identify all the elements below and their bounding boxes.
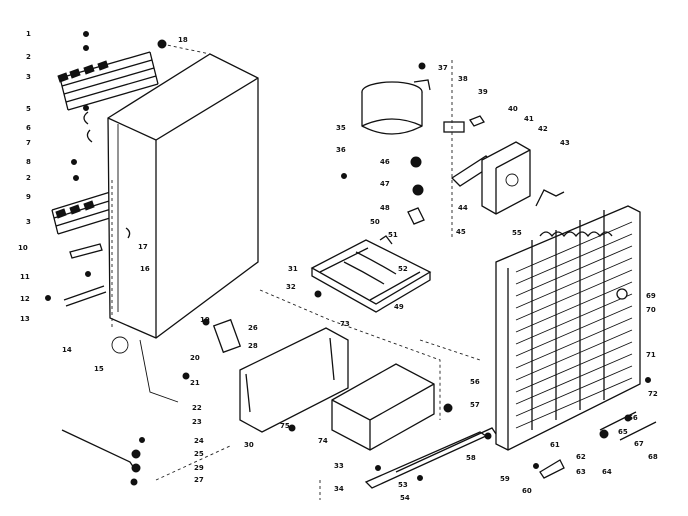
callout-36: 36	[336, 146, 346, 154]
callout-65: 65	[618, 428, 628, 436]
callout-14: 14	[62, 346, 72, 354]
callout-21: 21	[190, 379, 200, 387]
callout-23: 23	[192, 418, 202, 426]
callout-35: 35	[336, 124, 346, 132]
callout-56: 56	[470, 378, 480, 386]
callout-22: 22	[192, 404, 202, 412]
callout-24: 24	[194, 437, 204, 445]
callout-33: 33	[334, 462, 344, 470]
callout-64: 64	[602, 468, 612, 476]
callout-18: 18	[178, 36, 188, 44]
callout-75: 75	[280, 422, 290, 430]
callout-63: 63	[576, 468, 586, 476]
callout-70: 70	[646, 306, 656, 314]
callout-40: 40	[508, 105, 518, 113]
callout-28: 28	[248, 342, 258, 350]
callout-32: 32	[286, 283, 296, 291]
callout-60: 60	[522, 487, 532, 495]
callout-45: 45	[456, 228, 466, 236]
callout-34: 34	[334, 485, 344, 493]
callout-3: 3	[26, 73, 31, 81]
callout-62: 62	[576, 453, 586, 461]
leader-lines	[155, 43, 481, 500]
callout-13: 13	[20, 315, 30, 323]
callout-58: 58	[466, 454, 476, 462]
hardware-markers	[45, 31, 651, 486]
drain-pan	[331, 363, 435, 451]
callout-69: 69	[646, 292, 656, 300]
callout-2b: 2	[26, 174, 31, 182]
callout-49: 49	[394, 303, 404, 311]
callout-67: 67	[634, 440, 644, 448]
callout-27: 27	[194, 476, 204, 484]
compressor-assembly	[361, 79, 565, 245]
callout-38: 38	[458, 75, 468, 83]
callout-41: 41	[524, 115, 534, 123]
callout-2: 2	[26, 53, 31, 61]
callout-42: 42	[538, 125, 548, 133]
cabinet-liner	[107, 53, 259, 403]
callout-12: 12	[20, 295, 30, 303]
callout-19: 19	[200, 316, 210, 324]
callout-71: 71	[646, 351, 656, 359]
callout-73: 73	[340, 320, 350, 328]
back-cover-panel	[212, 318, 349, 433]
callout-55: 55	[512, 229, 522, 237]
callout-66: 66	[628, 414, 638, 422]
callout-74: 74	[318, 437, 328, 445]
callout-6: 6	[26, 124, 31, 132]
callout-54: 54	[400, 494, 410, 502]
callout-44: 44	[458, 204, 468, 212]
callout-57: 57	[470, 401, 480, 409]
callout-50: 50	[370, 218, 380, 226]
callout-20: 20	[190, 354, 200, 362]
callout-7: 7	[26, 139, 31, 147]
callout-61: 61	[550, 441, 560, 449]
callout-68: 68	[648, 453, 658, 461]
callout-5: 5	[26, 105, 31, 113]
callout-53: 53	[398, 481, 408, 489]
condenser-coil	[495, 205, 657, 451]
callout-47: 47	[380, 180, 390, 188]
callout-16: 16	[140, 265, 150, 273]
callout-labels: 1 2 3 5 6 7 8 2 9 3 10 11 12 13 14 15 16…	[18, 30, 658, 502]
callout-48: 48	[380, 204, 390, 212]
callout-1: 1	[26, 30, 31, 38]
callout-3b: 3	[26, 218, 31, 226]
callout-17: 17	[138, 243, 148, 251]
callout-72: 72	[648, 390, 658, 398]
callout-43: 43	[560, 139, 570, 147]
callout-39: 39	[478, 88, 488, 96]
callout-59: 59	[500, 475, 510, 483]
compressor-base	[310, 239, 432, 313]
callout-9: 9	[26, 193, 31, 201]
callout-29: 29	[194, 464, 204, 472]
upper-shelf-assembly	[57, 51, 159, 143]
callout-8: 8	[26, 158, 31, 166]
callout-26: 26	[248, 324, 258, 332]
callout-25: 25	[194, 450, 204, 458]
callout-15: 15	[94, 365, 104, 373]
callout-10: 10	[18, 244, 28, 252]
callout-30: 30	[244, 441, 254, 449]
callout-52: 52	[398, 265, 408, 273]
callout-37: 37	[438, 64, 448, 72]
callout-46: 46	[380, 158, 390, 166]
callout-51: 51	[388, 231, 398, 239]
callout-11: 11	[20, 273, 30, 281]
callout-31: 31	[288, 265, 298, 273]
